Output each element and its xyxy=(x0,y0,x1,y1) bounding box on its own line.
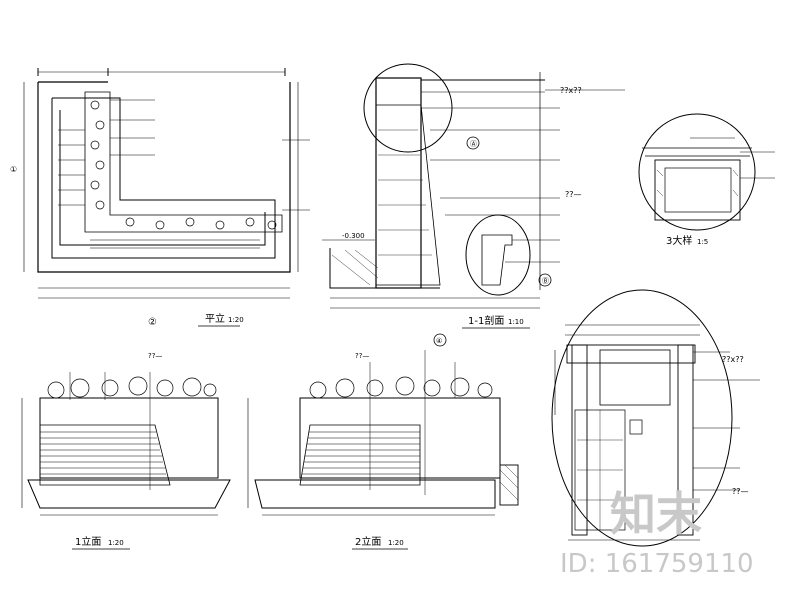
plan-title: 平立 xyxy=(205,312,225,325)
elevation-2 xyxy=(247,333,519,516)
section-scale: 1:10 xyxy=(508,318,524,326)
watermark-id: ID: 161759110 xyxy=(560,549,754,579)
elevation-1 xyxy=(21,372,231,516)
section-view xyxy=(322,63,625,309)
section-callout-a: Ⓐ xyxy=(470,140,477,148)
section-level: -0.300 xyxy=(342,232,365,240)
detail-a-note-2: ??— xyxy=(732,487,749,496)
elev2-callout: ④ xyxy=(436,337,442,345)
elev2-note: ??— xyxy=(355,352,369,360)
elev2-title: 2立面 xyxy=(355,535,381,548)
elev1-note: ??— xyxy=(148,352,162,360)
section-title: 1-1剖面 xyxy=(468,314,504,327)
detail-a-note-1: ??x?? xyxy=(722,355,744,364)
section-callout-b: Ⓑ xyxy=(542,277,549,285)
section-note-1: ??x?? xyxy=(560,86,582,95)
section-note-2: ??— xyxy=(565,190,582,199)
elev1-title: 1立面 xyxy=(75,535,101,548)
plan-marker: ② xyxy=(148,317,157,328)
detail-a xyxy=(551,289,760,547)
watermark-brand: 知末 xyxy=(610,487,702,541)
plan-side-marker: ① xyxy=(10,165,17,174)
detail3-scale: 1:5 xyxy=(697,238,708,246)
plan-view xyxy=(23,68,310,299)
detail3-title: 3大样 xyxy=(666,234,692,247)
elev2-scale: 1:20 xyxy=(388,539,404,547)
elev1-scale: 1:20 xyxy=(108,539,124,547)
detail-3 xyxy=(638,113,775,231)
plan-scale: 1:20 xyxy=(228,316,244,324)
